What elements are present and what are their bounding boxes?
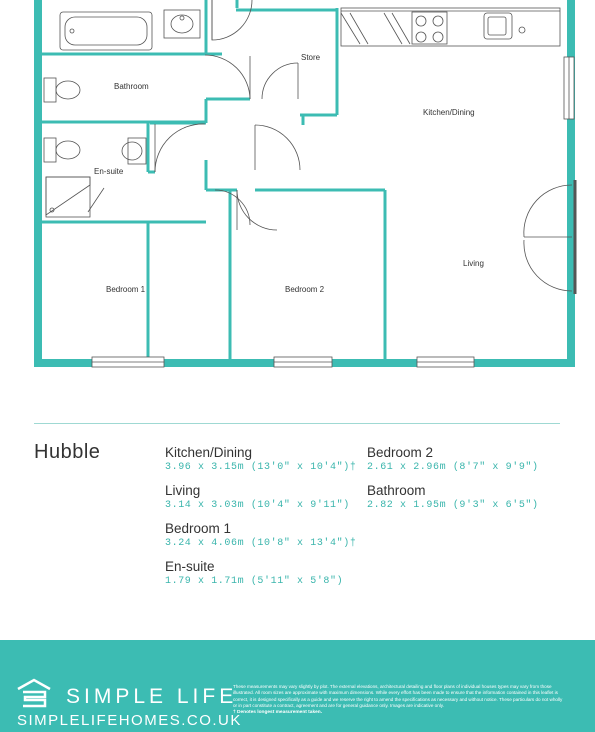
floor-plan: Bathroom Store Kitchen/Dining En-suite L… (34, 0, 577, 368)
room-label-store: Store (301, 53, 321, 62)
room-entry: En-suite 1.79 x 1.71m (5'11" x 5'8") (165, 558, 356, 589)
room-entry: Bedroom 2 2.61 x 2.96m (8'7" x 9'9") (367, 444, 539, 475)
french-door-arc (523, 184, 573, 238)
sink (127, 137, 147, 165)
room-name: Bathroom (367, 483, 426, 498)
room-name: En-suite (165, 559, 215, 574)
room-dimensions: 2.61 x 2.96m (8'7" x 9'9") (367, 462, 539, 473)
room-name: Bedroom 2 (367, 445, 434, 460)
toilet (43, 137, 57, 163)
shower-tray (45, 176, 91, 216)
room-label-bedroom1: Bedroom 1 (106, 285, 146, 294)
room-name: Kitchen/Dining (165, 445, 253, 460)
toilet (43, 77, 57, 103)
footer: SIMPLE LIFE SIMPLELIFEHOMES.CO.UK These … (0, 640, 595, 732)
brand-name: SIMPLE LIFE (66, 685, 238, 708)
room-label-ensuite: En-suite (94, 167, 124, 176)
divider (34, 423, 560, 424)
room-label-living: Living (463, 259, 484, 268)
sink (163, 9, 201, 39)
room-dimensions: 2.82 x 1.95m (9'3" x 6'5") (367, 500, 539, 511)
room-dimensions: 3.14 x 3.03m (10'4" x 9'11") (165, 500, 350, 511)
room-entry: Kitchen/Dining 3.96 x 3.15m (13'0" x 10'… (165, 444, 356, 475)
disclaimer: These measurements may vary slightly by … (233, 684, 563, 716)
website-link[interactable]: SIMPLELIFEHOMES.CO.UK (17, 712, 242, 729)
room-dimensions: 3.96 x 3.15m (13'0" x 10'4")† (165, 462, 357, 473)
room-label-bedroom2: Bedroom 2 (285, 285, 325, 294)
room-label-bathroom: Bathroom (114, 82, 149, 91)
property-name: Hubble (34, 441, 101, 463)
bath (59, 11, 153, 51)
room-entry: Bathroom 2.82 x 1.95m (9'3" x 6'5") (367, 482, 539, 513)
door-arc (211, 0, 253, 41)
house-logo-icon (17, 678, 51, 708)
room-entry: Bedroom 1 3.24 x 4.06m (10'8" x 13'4")† (165, 520, 356, 551)
kitchen-counter (340, 7, 561, 47)
room-entry: Living 3.14 x 3.03m (10'4" x 9'11") (165, 482, 356, 513)
room-name: Living (165, 483, 201, 498)
room-list-left: Kitchen/Dining 3.96 x 3.15m (13'0" x 10'… (165, 444, 356, 596)
room-list-right: Bedroom 2 2.61 x 2.96m (8'7" x 9'9") Bat… (367, 444, 539, 520)
room-dimensions: 1.79 x 1.71m (5'11" x 5'8") (165, 576, 344, 587)
room-label-kitchen-dining: Kitchen/Dining (423, 108, 475, 117)
room-dimensions: 3.24 x 4.06m (10'8" x 13'4")† (165, 538, 357, 549)
disclaimer-text: These measurements may vary slightly by … (233, 684, 563, 709)
disclaimer-note: † Denotes longest measurement taken. (233, 709, 323, 715)
room-name: Bedroom 1 (165, 521, 232, 536)
